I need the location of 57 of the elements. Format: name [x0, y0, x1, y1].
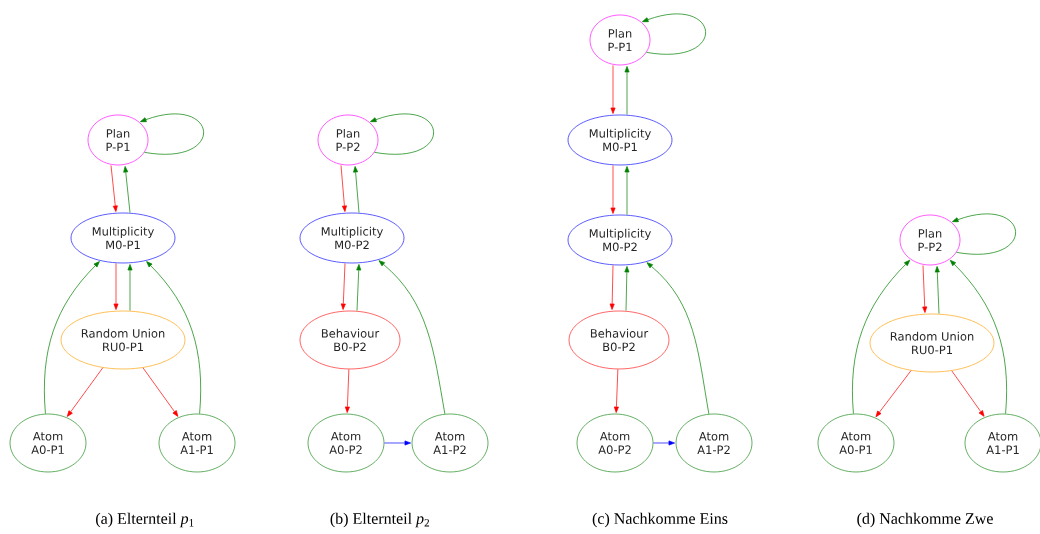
arrow [110, 165, 118, 212]
ellipse-node: Behaviour B0-P2 [299, 310, 401, 370]
ellipse-node: Atom A0-P1 [817, 413, 895, 473]
arrow [340, 165, 347, 212]
ellipse-node: Multiplicity M0-P2 [567, 214, 673, 266]
arrow [340, 263, 346, 310]
caption: (c) Nachkomme Eins [592, 512, 728, 528]
arrow [66, 367, 104, 417]
arrow [952, 213, 1016, 255]
arrow [613, 369, 619, 413]
arrow [44, 261, 100, 414]
arrow [384, 440, 411, 446]
ellipse-node: Multiplicity M0-P2 [299, 212, 405, 264]
arrow [142, 367, 179, 417]
ellipse-node: Atom A0-P2 [576, 413, 654, 473]
ellipse-node: Plan P-P1 [589, 14, 651, 66]
ellipse-node: Atom A0-P1 [9, 413, 87, 473]
ellipse-node: Atom A0-P2 [307, 413, 385, 473]
arrow [934, 266, 940, 314]
arrow [852, 259, 911, 414]
arrow [609, 265, 615, 310]
arrow [140, 113, 204, 155]
arrow [922, 265, 928, 313]
arrow [624, 266, 630, 311]
arrow [353, 166, 360, 213]
ellipse-node: Random Union RU0-P1 [60, 310, 186, 370]
arrow [378, 260, 446, 415]
arrow [624, 66, 630, 115]
arrow [642, 13, 706, 55]
ellipse-node: Plan P-P1 [87, 114, 149, 166]
arrow [146, 261, 201, 414]
arrow [624, 166, 630, 215]
arrow [610, 65, 616, 114]
arrow [646, 262, 710, 415]
arrow [370, 113, 434, 155]
arrow [344, 369, 350, 413]
arrow [356, 264, 362, 311]
arrow [113, 263, 119, 310]
arrow [875, 370, 912, 418]
ellipse-node: Multiplicity M0-P1 [70, 212, 176, 264]
caption: (a) Elternteil p$_{1}$ [96, 512, 194, 528]
ellipse-node: Plan P-P2 [317, 114, 379, 166]
ellipse-node: Plan P-P2 [899, 214, 961, 266]
ellipse-node: Atom A1-P2 [411, 413, 489, 473]
ellipse-node: Random Union RU0-P1 [869, 313, 995, 373]
ellipse-node: Atom A1-P1 [158, 413, 236, 473]
arrow [123, 166, 131, 213]
ellipse-node: Atom A1-P2 [675, 413, 753, 473]
arrow [610, 165, 616, 214]
caption: (b) Elternteil p$_{2}$ [330, 512, 430, 528]
arrow [653, 440, 675, 446]
caption: (d) Nachkomme Zwe [857, 512, 993, 528]
arrow [951, 370, 985, 417]
ellipse-node: Behaviour B0-P2 [568, 310, 670, 370]
ellipse-node: Multiplicity M0-P1 [567, 114, 673, 166]
arrow [949, 259, 1007, 414]
arrow [127, 264, 133, 311]
